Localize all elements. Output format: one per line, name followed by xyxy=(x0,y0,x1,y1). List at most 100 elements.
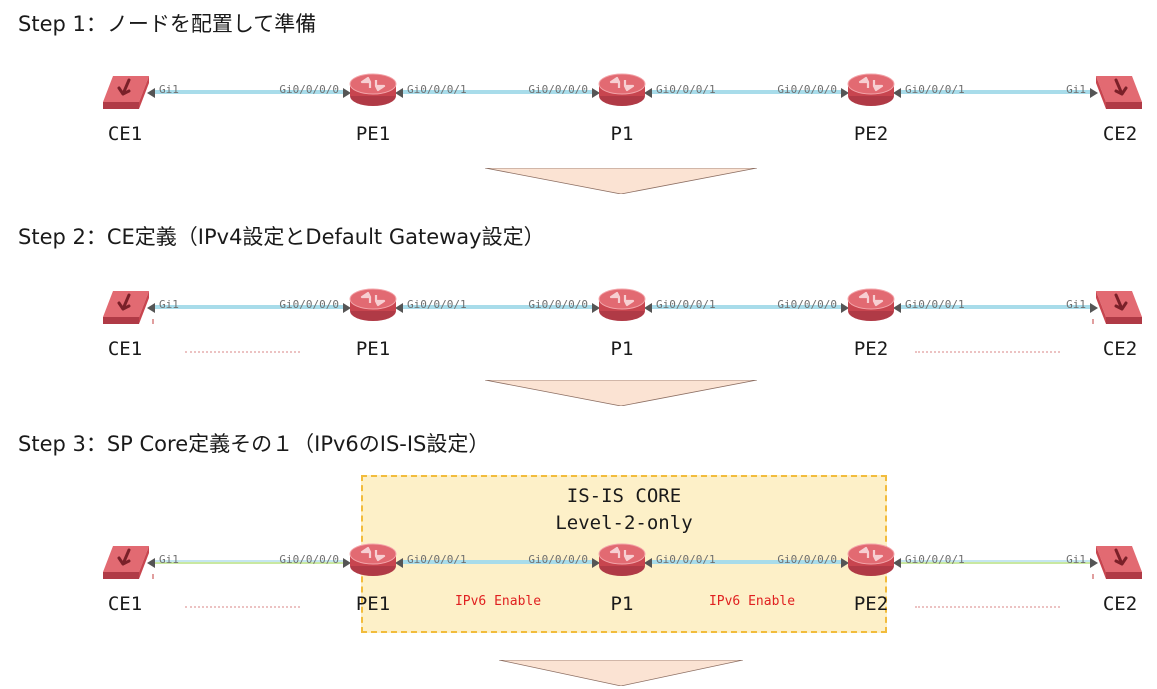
ce2-label: CE2 xyxy=(1102,338,1138,360)
isis-core-box: IS-IS CORE Level-2-only xyxy=(361,475,887,633)
ce1-label: CE1 xyxy=(107,123,143,145)
pe2-router-icon xyxy=(846,72,896,108)
port-label: Gi0/0/0/0 xyxy=(777,553,837,566)
link-line xyxy=(151,90,347,94)
port-label: Gi0/0/0/0 xyxy=(279,298,339,311)
ipv6-enable-label: IPv6 Enable xyxy=(454,594,542,609)
port-arrow-icon xyxy=(343,303,351,313)
pe1-router-icon xyxy=(348,542,398,578)
p1-router-icon xyxy=(597,287,647,323)
port-arrow-icon xyxy=(395,558,403,568)
faint-dot-mark xyxy=(152,574,154,579)
step-2-title: Step 2：CE定義（IPv4設定とDefault Gateway設定） xyxy=(18,225,545,249)
faint-address-mark xyxy=(915,351,1060,357)
faint-address-mark xyxy=(185,606,300,612)
port-arrow-icon xyxy=(147,88,155,98)
step-1-title: Step 1：ノードを配置して準備 xyxy=(18,12,317,36)
topology-row-step-3: Gi1 Gi0/0/0/0 Gi0/0/0/1 Gi0/0/0/0 Gi0/0/0/1 G… xyxy=(0,530,1157,615)
port-arrow-icon xyxy=(592,88,600,98)
port-label: Gi1 xyxy=(1066,298,1086,311)
step-arrow-icon xyxy=(485,168,757,194)
p1-label: P1 xyxy=(610,123,634,145)
pe2-label: PE2 xyxy=(853,338,889,360)
port-label: Gi0/0/0/0 xyxy=(777,83,837,96)
p1-label: P1 xyxy=(610,338,634,360)
pe2-label: PE2 xyxy=(853,593,889,615)
port-label: Gi1 xyxy=(159,298,179,311)
port-label: Gi0/0/0/0 xyxy=(777,298,837,311)
port-label: Gi0/0/0/0 xyxy=(528,298,588,311)
p1-router-icon xyxy=(597,72,647,108)
ce2-icon xyxy=(1094,542,1146,582)
p1-router-icon xyxy=(597,542,647,578)
port-arrow-icon xyxy=(893,303,901,313)
faint-dot-mark xyxy=(152,319,154,324)
port-arrow-icon xyxy=(343,88,351,98)
ce2-icon xyxy=(1094,72,1146,112)
pe1-router-icon xyxy=(348,287,398,323)
port-arrow-icon xyxy=(893,88,901,98)
port-label: Gi0/0/0/1 xyxy=(656,553,716,566)
faint-address-mark xyxy=(915,606,1060,612)
link-line xyxy=(151,305,347,309)
ce1-icon xyxy=(99,72,151,112)
port-arrow-icon xyxy=(592,303,600,313)
faint-dot-mark xyxy=(1092,574,1094,579)
pe1-label: PE1 xyxy=(355,593,391,615)
ce1-label: CE1 xyxy=(107,338,143,360)
port-arrow-icon xyxy=(343,558,351,568)
link-line xyxy=(151,560,347,564)
ce2-icon xyxy=(1094,287,1146,327)
port-label: Gi0/0/0/0 xyxy=(279,83,339,96)
faint-address-mark xyxy=(185,351,300,357)
core-level: Level-2-only xyxy=(555,512,693,534)
port-label: Gi1 xyxy=(1066,553,1086,566)
port-label: Gi0/0/0/0 xyxy=(279,553,339,566)
port-arrow-icon xyxy=(1090,558,1098,568)
port-arrow-icon xyxy=(1090,88,1098,98)
port-arrow-icon xyxy=(592,558,600,568)
port-label: Gi0/0/0/1 xyxy=(407,298,467,311)
link-line xyxy=(399,305,596,309)
port-label: Gi0/0/0/1 xyxy=(656,298,716,311)
port-arrow-icon xyxy=(1090,303,1098,313)
link-line xyxy=(399,560,596,564)
port-label: Gi0/0/0/1 xyxy=(656,83,716,96)
port-arrow-icon xyxy=(841,88,849,98)
port-arrow-icon xyxy=(644,303,652,313)
ipv6-enable-label: IPv6 Enable xyxy=(708,594,796,609)
port-label: Gi0/0/0/1 xyxy=(905,83,965,96)
port-arrow-icon xyxy=(841,558,849,568)
pe2-router-icon xyxy=(846,542,896,578)
port-arrow-icon xyxy=(395,303,403,313)
ce1-icon xyxy=(99,287,151,327)
link-line xyxy=(897,305,1094,309)
link-line xyxy=(648,305,845,309)
step-arrow-icon xyxy=(485,380,757,406)
pe1-router-icon xyxy=(348,72,398,108)
port-arrow-icon xyxy=(147,558,155,568)
link-line xyxy=(399,90,596,94)
port-label: Gi0/0/0/1 xyxy=(905,553,965,566)
faint-dot-mark xyxy=(1092,319,1094,324)
port-arrow-icon xyxy=(893,558,901,568)
ce1-icon xyxy=(99,542,151,582)
port-arrow-icon xyxy=(644,88,652,98)
port-label: Gi0/0/0/1 xyxy=(407,83,467,96)
port-label: Gi0/0/0/0 xyxy=(528,83,588,96)
pe1-label: PE1 xyxy=(355,123,391,145)
port-arrow-icon xyxy=(841,303,849,313)
link-line xyxy=(648,90,845,94)
topology-row-step-1: Gi1 Gi0/0/0/0 Gi0/0/0/1 Gi0/0/0/0 Gi0/0/0/1 G… xyxy=(0,60,1157,145)
port-label: Gi1 xyxy=(159,553,179,566)
port-arrow-icon xyxy=(147,303,155,313)
port-arrow-icon xyxy=(395,88,403,98)
topology-row-step-2: Gi1 Gi0/0/0/0 Gi0/0/0/1 Gi0/0/0/0 Gi0/0/0/1 G… xyxy=(0,275,1157,360)
ce1-label: CE1 xyxy=(107,593,143,615)
pe2-router-icon xyxy=(846,287,896,323)
link-line xyxy=(648,560,845,564)
ce2-label: CE2 xyxy=(1102,123,1138,145)
pe2-label: PE2 xyxy=(853,123,889,145)
step-arrow-icon xyxy=(498,660,744,686)
port-label: Gi1 xyxy=(1066,83,1086,96)
